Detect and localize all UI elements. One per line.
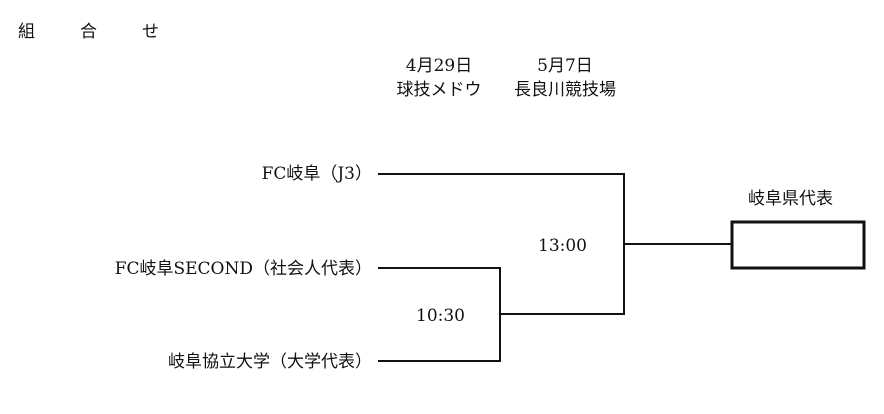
page-title: 組合せ xyxy=(18,22,204,42)
round1-date: 4月29日 xyxy=(405,56,473,76)
bracket-line-team1 xyxy=(378,173,625,314)
winner-box xyxy=(730,220,866,270)
round2-venue: 長良川競技場 xyxy=(514,80,616,100)
final-time: 13:00 xyxy=(538,236,587,256)
team-gifu-kyoritsu: 岐阜協立大学（大学代表） xyxy=(168,352,372,372)
team-fc-gifu: FC岐阜（J3） xyxy=(261,164,372,184)
round2-date: 5月7日 xyxy=(537,56,593,76)
title-char-1: 組 xyxy=(18,22,35,42)
winner-label: 岐阜県代表 xyxy=(748,189,833,209)
bracket-line-team2 xyxy=(378,267,501,361)
team-fc-gifu-second: FC岐阜SECOND（社会人代表） xyxy=(114,259,372,279)
semifinal-time: 10:30 xyxy=(416,306,465,326)
title-char-3: せ xyxy=(142,22,159,42)
title-char-2: 合 xyxy=(80,22,97,42)
round1-venue: 球技メドウ xyxy=(396,80,482,100)
